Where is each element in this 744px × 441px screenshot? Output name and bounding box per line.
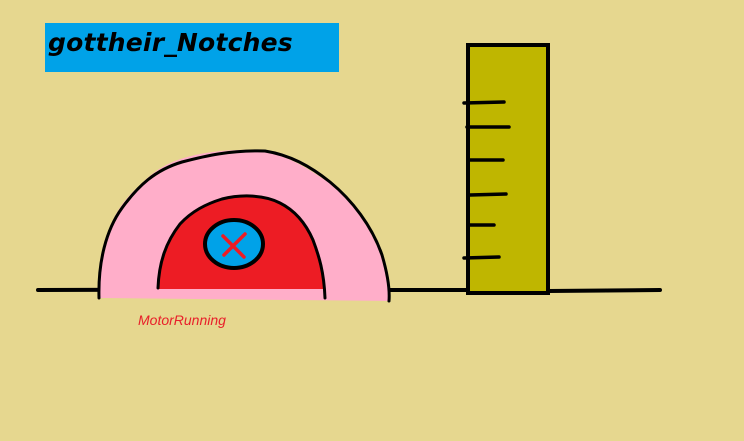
notch <box>468 192 508 197</box>
notch <box>462 100 506 105</box>
outer-arc-outline <box>97 149 391 303</box>
x-mark-icon <box>221 232 247 259</box>
notch-ruler <box>466 43 550 295</box>
ruler-notches <box>462 100 511 260</box>
title-banner: gottheir_Notches <box>45 23 339 72</box>
status-label: MotorRunning <box>138 312 226 328</box>
notch <box>462 255 501 260</box>
inner-arc-outline <box>156 194 327 300</box>
title-text: gottheir_Notches <box>48 28 293 57</box>
